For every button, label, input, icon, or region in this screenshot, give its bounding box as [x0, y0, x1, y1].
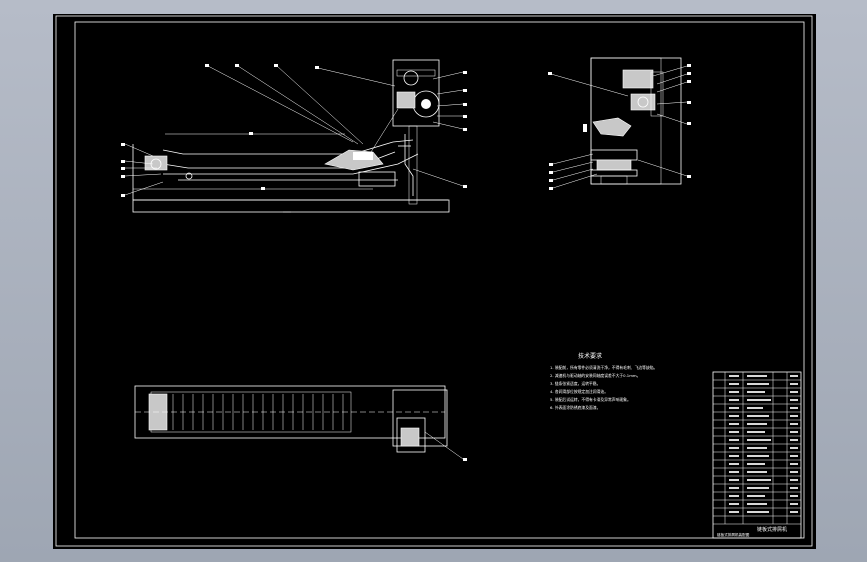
parts-list: 链板式排屑机 链板式排屑机装配图 [712, 371, 802, 539]
title-block-bottom-label: 链板式排屑机装配图 [717, 532, 750, 537]
title-block-name: 链板式排屑机 [757, 526, 787, 533]
tech-requirements: 技术要求 1. 装配前，所有零件必须清洗干净，不得有毛刺、飞边等缺陷。 2. 减… [550, 352, 657, 410]
tech-req-line: 1. 装配前，所有零件必须清洗干净，不得有毛刺、飞边等缺陷。 [550, 365, 657, 370]
tech-req-line: 6. 外表面涂防锈底漆及面漆。 [550, 405, 600, 410]
side-view [548, 57, 691, 190]
tech-req-line: 2. 减速机与驱动轴的安装同轴度误差不大于0.1mm。 [550, 373, 640, 378]
front-view [121, 59, 467, 213]
drawing-sheet[interactable]: 技术要求 1. 装配前，所有零件必须清洗干净，不得有毛刺、飞边等缺陷。 2. 减… [53, 14, 816, 549]
outer-frame [55, 15, 813, 547]
drawing-canvas: 技术要求 1. 装配前，所有零件必须清洗干净，不得有毛刺、飞边等缺陷。 2. 减… [55, 15, 813, 547]
top-view [134, 385, 467, 461]
inner-frame [74, 21, 805, 539]
tech-req-line: 3. 链条张紧适度，运转平稳。 [550, 381, 600, 386]
tech-req-line: 4. 各润滑部位按规定加注润滑油。 [550, 389, 608, 394]
tech-req-title: 技术要求 [578, 352, 602, 360]
tech-req-line: 5. 装配后试运转，不得有卡滞及异常声响现象。 [550, 397, 631, 402]
